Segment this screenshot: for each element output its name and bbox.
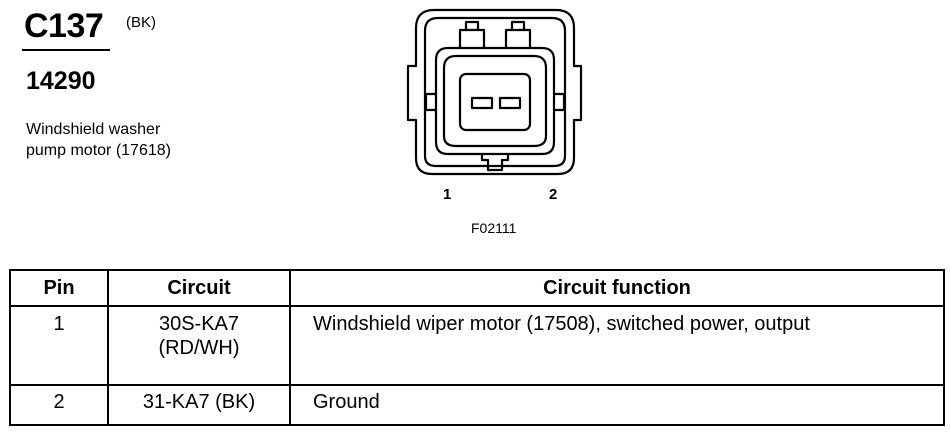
terminal-cavity <box>458 72 532 132</box>
title-underline <box>22 49 110 51</box>
circuit-line-1: 30S-KA7 <box>158 313 240 335</box>
color-code: (BK) <box>126 14 156 31</box>
connector-lock-tab <box>458 28 532 48</box>
connector-outer-housing <box>406 8 583 176</box>
pin-1-terminal <box>470 96 494 110</box>
pinout-table: Pin Circuit Circuit function 1 30S-KA7 (… <box>9 269 945 426</box>
connector-bottom-key <box>480 154 510 172</box>
table-row: 2 31-KA7 (BK) Ground <box>9 384 945 426</box>
circuit-cell: 31-KA7 (BK) <box>107 384 291 426</box>
header-pin: Pin <box>9 269 109 307</box>
connector-id: C137 <box>24 7 104 45</box>
circuit-cell: 30S-KA7 (RD/WH) <box>107 305 291 386</box>
table-row: 1 30S-KA7 (RD/WH) Windshield wiper motor… <box>9 305 945 386</box>
figure-id: F02111 <box>471 220 517 236</box>
table-header-row: Pin Circuit Circuit function <box>9 269 945 307</box>
pin-cell: 2 <box>9 384 109 426</box>
description-line-1: Windshield washer <box>26 121 161 138</box>
description-line-2: pump motor (17618) <box>26 142 171 159</box>
connector-face-diagram <box>406 8 583 176</box>
header-circuit: Circuit <box>107 269 291 307</box>
component-description: Windshield washer pump motor (17618) <box>26 119 246 161</box>
pin-2-terminal <box>498 96 522 110</box>
function-cell: Ground <box>289 384 945 426</box>
part-number: 14290 <box>26 67 96 95</box>
pin-cell: 1 <box>9 305 109 386</box>
function-cell: Windshield wiper motor (17508), switched… <box>289 305 945 386</box>
connector-inner-wall <box>423 16 567 168</box>
pin-label-1: 1 <box>443 186 452 203</box>
header-circuit-function: Circuit function <box>289 269 945 307</box>
circuit-line-2: (RD/WH) <box>158 337 240 359</box>
pin-label-2: 2 <box>549 186 558 203</box>
connector-shroud <box>434 46 556 156</box>
